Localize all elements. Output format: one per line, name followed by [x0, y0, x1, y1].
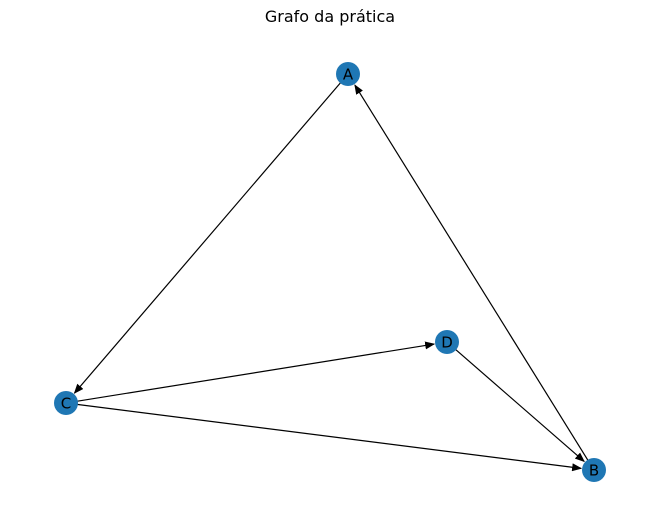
node-circle-c [54, 391, 78, 415]
node-label-d: D [441, 334, 453, 352]
edge-a-to-c [73, 81, 342, 394]
edge-d-to-b [454, 348, 585, 463]
node-circle-a [336, 62, 360, 86]
edges-layer [73, 81, 590, 472]
node-a: A [336, 62, 360, 86]
nodes-layer: A B C D [54, 62, 606, 482]
edge-c-to-b [75, 403, 583, 472]
edge-c-to-d [75, 341, 436, 403]
node-label-c: C [61, 395, 71, 413]
node-b: B [582, 458, 606, 482]
node-label-a: A [343, 66, 354, 84]
node-c: C [54, 391, 78, 415]
node-label-b: B [589, 462, 599, 480]
node-circle-b [582, 458, 606, 482]
graph-title: Grafo da prática [264, 7, 396, 26]
edge-b-to-a [354, 84, 590, 462]
node-d: D [435, 330, 459, 354]
node-circle-d [435, 330, 459, 354]
